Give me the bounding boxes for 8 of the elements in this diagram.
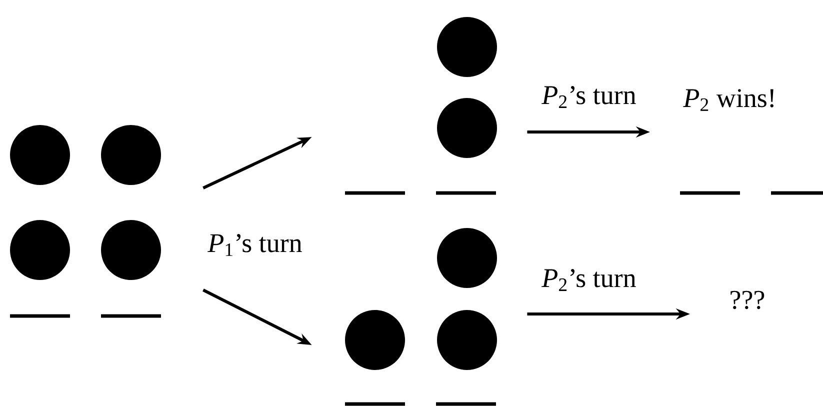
stone-pile-drawing xyxy=(10,125,161,318)
turn-label: P$_{1}$’s turn xyxy=(208,234,302,256)
outcome-text: P$_{2}$ wins! xyxy=(683,89,774,111)
stone-pile-drawing xyxy=(345,228,497,406)
edge-label: P$_{2}$’s turn xyxy=(540,85,638,109)
outcome-text: ??? xyxy=(730,290,764,310)
stone-pile-drawing xyxy=(345,17,497,195)
edge-label: P$_{2}$’s turn xyxy=(540,268,638,292)
